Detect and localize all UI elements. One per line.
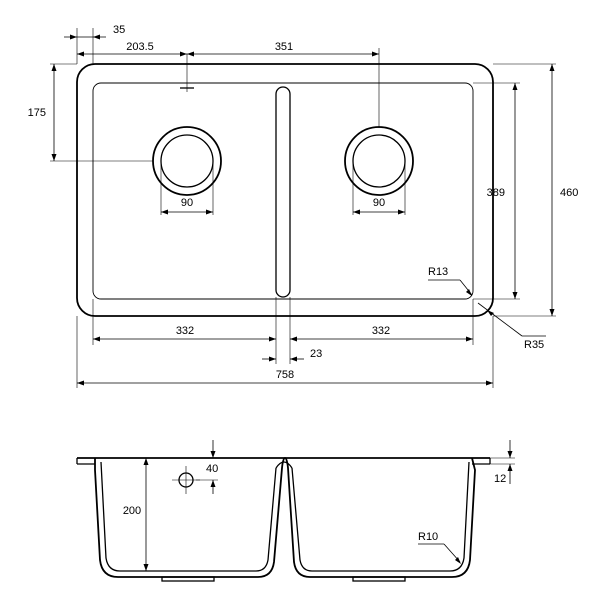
dim-203-5: 203.5 — [126, 41, 154, 53]
section-view: 200 40 12 R10 — [76, 440, 515, 582]
sink-outer-outline — [76, 63, 494, 317]
dim-332-right: 332 — [372, 325, 390, 337]
dim-389: 389 — [487, 187, 505, 199]
sink-inner-outline — [92, 82, 474, 300]
dim-90-right: 90 — [373, 197, 385, 209]
dim-23: 23 — [310, 348, 322, 360]
dim-40: 40 — [206, 463, 218, 475]
label-r35: R35 — [524, 339, 544, 351]
right-waste-outlet — [344, 126, 414, 196]
label-r10: R10 — [418, 531, 438, 543]
plan-view: 35 203.5 351 175 90 90 — [28, 24, 578, 388]
label-r13: R13 — [428, 266, 448, 278]
dim-200: 200 — [123, 505, 141, 517]
dim-35: 35 — [113, 24, 125, 36]
dim-351: 351 — [275, 41, 293, 53]
bowl-divider — [275, 86, 291, 298]
dim-12: 12 — [494, 473, 506, 485]
dim-90-left: 90 — [181, 197, 193, 209]
dim-175: 175 — [28, 107, 46, 119]
dim-332-left: 332 — [176, 325, 194, 337]
left-waste-outlet — [152, 126, 222, 196]
dim-460: 460 — [560, 187, 578, 199]
dim-758: 758 — [276, 369, 294, 381]
